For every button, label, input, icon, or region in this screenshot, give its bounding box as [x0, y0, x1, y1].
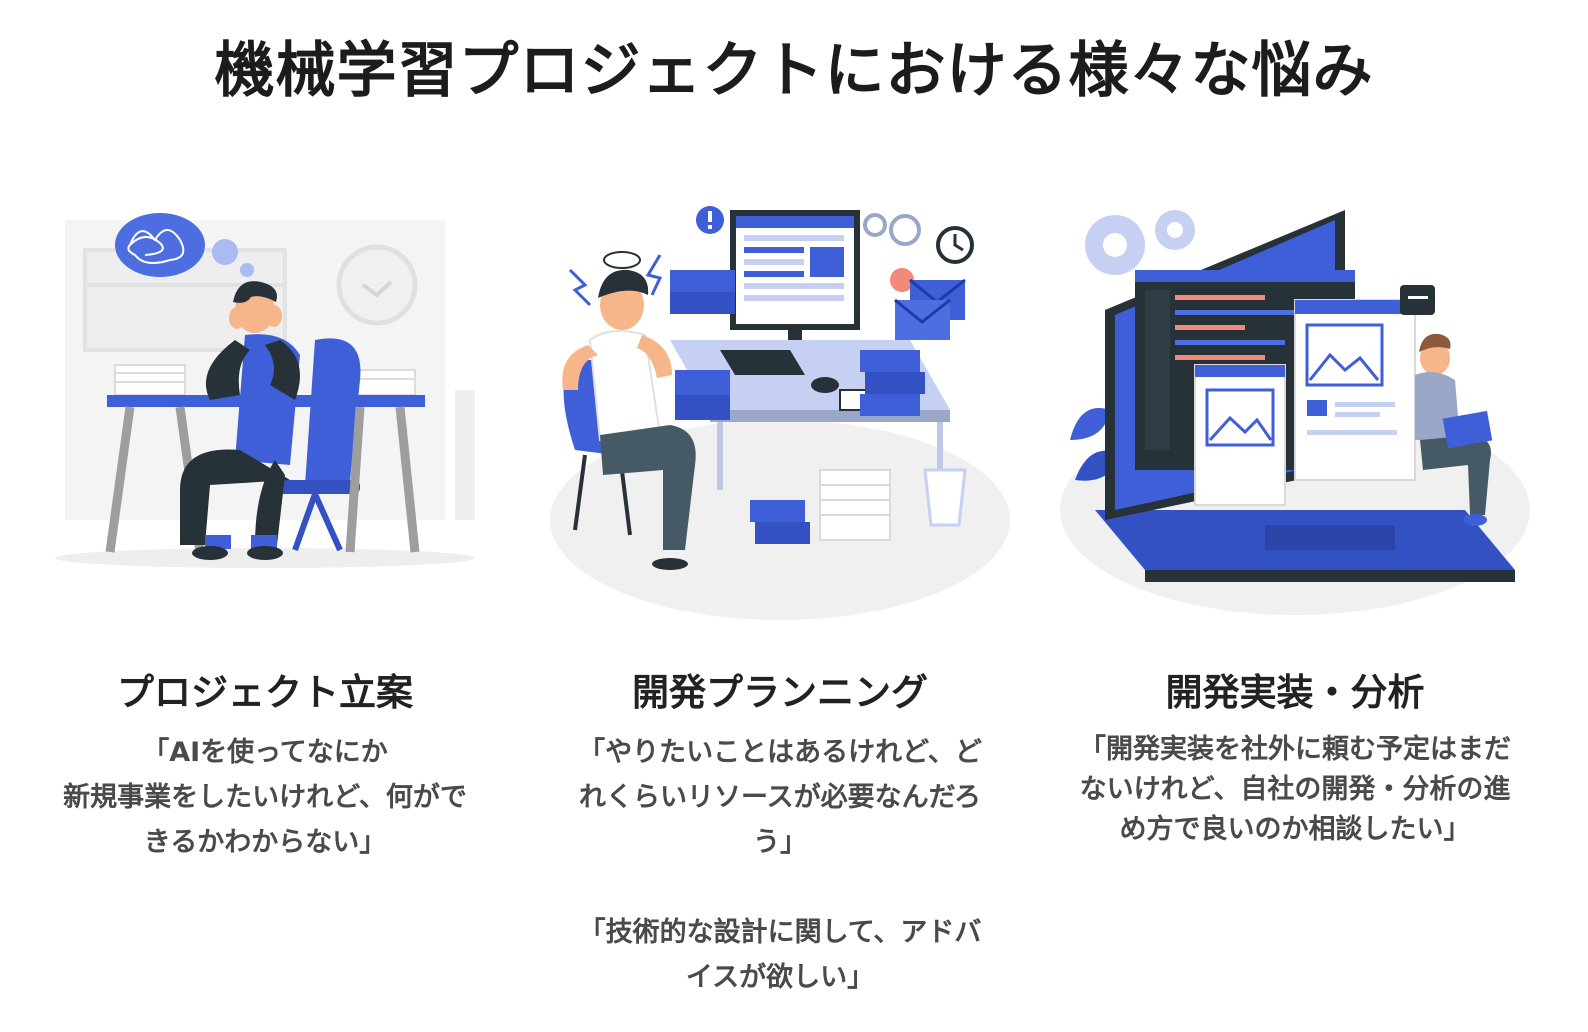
quote-line: 新規事業をしたいけれど、何がで — [63, 782, 467, 813]
quote-line: イスが欲しい」 — [685, 962, 875, 993]
page-title: 機械学習プロジェクトにおける様々な悩み — [214, 36, 1374, 106]
quote-line: 「AIを使ってなにか — [142, 737, 388, 768]
quote-line: う」 — [753, 827, 807, 858]
stressed-person-at-desk-illustration — [15, 190, 515, 630]
column-quotes: 「AIを使ってなにか 新規事業をしたいけれど、何がで きるかわからない」 — [15, 730, 515, 910]
column-development-implementation: 開発実装・分析 「開発実装を社外に頼む予定はまだ ないけれど、自社の開発・分析の… — [1045, 0, 1545, 1032]
column-project-planning: プロジェクト立案 「AIを使ってなにか 新規事業をしたいけれど、何がで きるかわ… — [15, 0, 515, 1032]
column-development-planning: 開発プランニング 「やりたいことはあるけれど、ど れくらいリソースが必要なんだろ… — [530, 0, 1030, 1032]
quote-line: きるかわからない」 — [143, 827, 387, 858]
quote: 「AIを使ってなにか 新規事業をしたいけれど、何がで きるかわからない」 — [15, 730, 515, 865]
quote: 「技術的な設計に関して、アドバ イスが欲しい」 — [530, 910, 1030, 1000]
overwhelmed-worker-with-computer-illustration — [530, 190, 1030, 630]
quote: 「開発実装を社外に頼む予定はまだ ないけれど、自社の開発・分析の進 め方で良いの… — [1045, 730, 1545, 850]
quote-line: 「やりたいことはあるけれど、ど — [578, 737, 982, 768]
column-quotes: 「やりたいことはあるけれど、ど れくらいリソースが必要なんだろ う」 「技術的な… — [530, 730, 1030, 1032]
column-heading: プロジェクト立案 — [117, 671, 413, 714]
quote-line: 「開発実装を社外に頼む予定はまだ — [1079, 734, 1511, 765]
column-heading: 開発プランニング — [632, 671, 928, 714]
developer-with-laptop-and-windows-illustration — [1045, 190, 1545, 630]
quote-line: 「技術的な設計に関して、アドバ — [578, 917, 982, 948]
quote-line: ないけれど、自社の開発・分析の進 — [1079, 774, 1511, 805]
quote: 「やりたいことはあるけれど、ど れくらいリソースが必要なんだろ う」 — [530, 730, 1030, 865]
column-quotes: 「開発実装を社外に頼む予定はまだ ないけれど、自社の開発・分析の進 め方で良いの… — [1045, 730, 1545, 895]
quote-line: め方で良いのか相談したい」 — [1119, 814, 1471, 845]
quote-line: れくらいリソースが必要なんだろ — [578, 782, 982, 813]
column-heading: 開発実装・分析 — [1165, 671, 1425, 714]
